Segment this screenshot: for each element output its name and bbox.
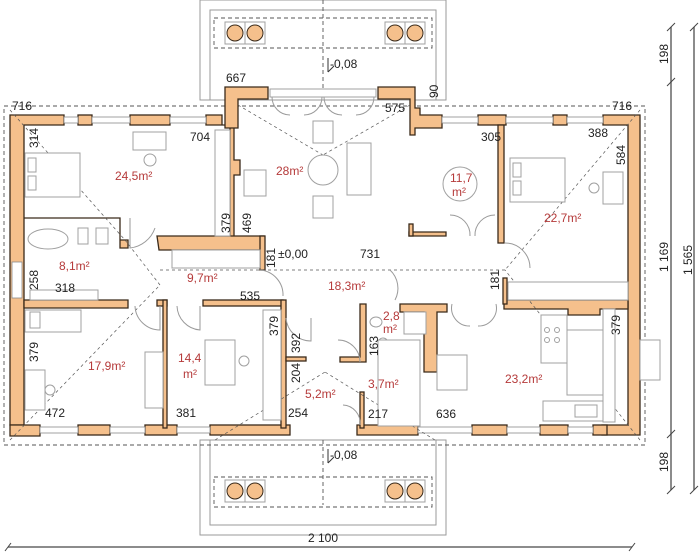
- svg-text:469: 469: [240, 213, 254, 233]
- svg-text:381: 381: [176, 406, 196, 420]
- area-office-2: m²: [183, 367, 197, 381]
- area-corridor: 18,3m²: [328, 279, 365, 293]
- svg-text:716: 716: [12, 99, 32, 113]
- area-bedroom-sw: 17,9m²: [88, 359, 125, 373]
- svg-text:217: 217: [368, 407, 388, 421]
- svg-text:388: 388: [588, 126, 608, 140]
- area-entry: 5,2m²: [305, 387, 336, 401]
- windows: [11, 116, 604, 434]
- svg-text:258: 258: [27, 270, 41, 290]
- svg-text:716: 716: [612, 99, 632, 113]
- svg-text:392: 392: [289, 333, 303, 353]
- svg-text:181: 181: [488, 270, 502, 290]
- overall-width: 2 100: [308, 531, 338, 545]
- svg-text:1 565: 1 565: [681, 245, 695, 275]
- svg-text:198: 198: [657, 44, 671, 64]
- svg-text:575: 575: [385, 101, 405, 115]
- svg-text:667: 667: [226, 71, 246, 85]
- terrace-bottom: [199, 439, 447, 536]
- svg-text:181: 181: [264, 248, 278, 268]
- svg-text:314: 314: [27, 128, 41, 148]
- area-living: 28m²: [276, 164, 303, 178]
- furniture: [24, 88, 661, 427]
- area-office-1: 14,4: [178, 351, 202, 365]
- svg-text:305: 305: [481, 130, 501, 144]
- area-dining-2: m²: [452, 185, 466, 199]
- area-bedroom-nw: 24,5m²: [115, 169, 152, 183]
- area-dining-1: 11,7: [450, 171, 473, 185]
- room-area-labels: 24,5m² 8,1m² 9,7m² 28m² 11,7 m² 18,3m² 2…: [59, 164, 581, 401]
- svg-text:379: 379: [267, 316, 281, 336]
- svg-text:1 169: 1 169: [657, 242, 671, 272]
- svg-text:318: 318: [55, 281, 75, 295]
- svg-text:584: 584: [614, 145, 628, 165]
- svg-text:535: 535: [240, 289, 260, 303]
- area-bathroom: 8,1m²: [59, 259, 90, 273]
- svg-text:379: 379: [27, 342, 41, 362]
- terrace-top: [199, 0, 447, 101]
- svg-text:704: 704: [190, 130, 210, 144]
- area-bedroom-ne: 22,7m²: [544, 211, 581, 225]
- area-wc-2: m²: [383, 322, 397, 336]
- svg-text:-0,08: -0,08: [330, 448, 358, 462]
- svg-text:204: 204: [289, 363, 303, 383]
- svg-text:636: 636: [436, 407, 456, 421]
- level-markers: -0,08 ±0,00 -0,08: [278, 57, 358, 464]
- svg-text:731: 731: [360, 247, 380, 261]
- svg-text:±0,00: ±0,00: [278, 247, 308, 261]
- svg-text:90: 90: [427, 84, 441, 98]
- area-stairs: 3,7m²: [368, 377, 399, 391]
- area-kitchen: 23,2m²: [505, 372, 542, 386]
- svg-text:254: 254: [288, 406, 308, 420]
- svg-text:-0,08: -0,08: [330, 57, 358, 71]
- svg-text:472: 472: [45, 406, 65, 420]
- svg-text:163: 163: [367, 336, 381, 356]
- area-wc-1: 2,8: [383, 309, 400, 323]
- svg-text:198: 198: [657, 452, 671, 472]
- area-hall: 9,7m²: [187, 271, 218, 285]
- svg-text:379: 379: [609, 315, 623, 335]
- overall-dimensions: 2 100 198 1 169 198 1 565: [4, 22, 699, 552]
- svg-text:379: 379: [219, 213, 233, 233]
- dimension-labels: 716 704 667 575 305 388 716 731 318 535 …: [12, 71, 632, 421]
- door-swings: [129, 96, 531, 426]
